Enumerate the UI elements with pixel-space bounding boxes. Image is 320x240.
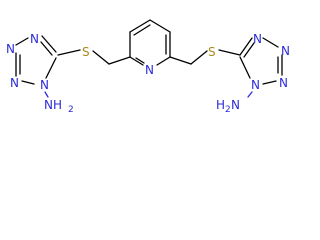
- bond: [239, 37, 253, 56]
- bond: [243, 42, 255, 58]
- bond: [57, 49, 81, 56]
- bond: [218, 49, 241, 56]
- left-triazole-ring: [15, 35, 57, 85]
- left-amine-label: NH: [44, 98, 62, 112]
- bond: [129, 19, 151, 33]
- right-amine-h-label: H: [216, 98, 225, 112]
- pyridine-ring: [129, 19, 171, 66]
- right-ring-n2-label: N: [281, 44, 290, 58]
- pyridine-n-label: N: [145, 63, 154, 77]
- bond: [133, 24, 151, 36]
- left-ring-n2-label: N: [6, 42, 15, 56]
- bond: [239, 56, 251, 79]
- bond: [45, 57, 57, 79]
- bond: [156, 56, 171, 66]
- left-sulfur-label: S: [82, 45, 90, 59]
- bond: [169, 56, 192, 65]
- bond: [41, 35, 57, 53]
- right-amine-n-label: N: [231, 98, 240, 112]
- bond: [247, 91, 253, 98]
- bond: [135, 57, 145, 64]
- right-ring-n-label: N: [279, 76, 288, 90]
- bond: [190, 50, 208, 65]
- left-ring-n-label: N: [10, 76, 19, 90]
- bond: [149, 19, 171, 33]
- right-ring-n4-label: N: [251, 78, 260, 92]
- right-triazole-ring: [239, 37, 283, 85]
- left-amine-subscript: 2: [68, 105, 74, 115]
- right-sulfur-label: S: [208, 45, 216, 59]
- left-ring-n4-label: N: [40, 78, 49, 92]
- structure-svg: N N N N NH 2 S N S: [6, 19, 290, 115]
- bond: [15, 37, 29, 46]
- right-amine-subscript: 2: [225, 105, 231, 115]
- molecule-diagram: N N N N NH 2 S N S: [0, 0, 299, 119]
- bond: [40, 41, 53, 56]
- bond: [92, 50, 110, 65]
- bond: [21, 80, 35, 85]
- bond: [129, 56, 144, 66]
- right-ring-n1-label: N: [253, 32, 262, 46]
- left-ring-n1-label: N: [30, 32, 39, 46]
- bond: [108, 56, 131, 65]
- bond: [262, 80, 277, 85]
- bond: [262, 37, 279, 48]
- bond: [44, 91, 49, 98]
